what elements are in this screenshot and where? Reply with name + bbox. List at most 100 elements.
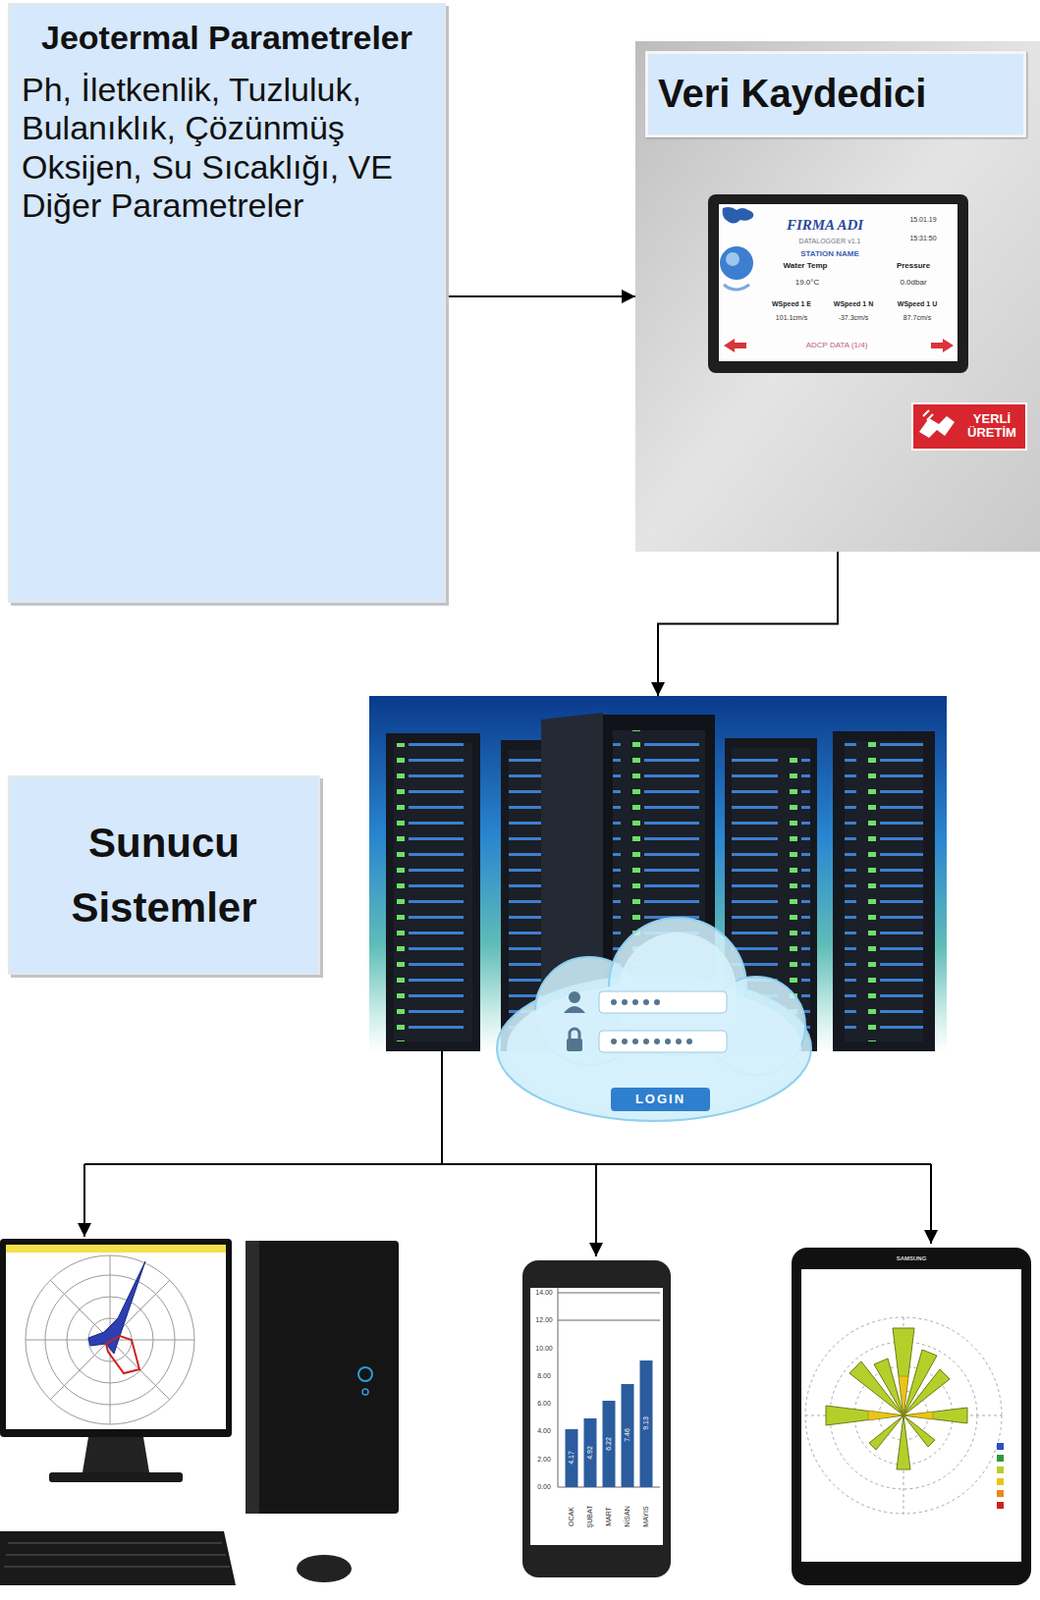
server-art-part-part (610, 999, 617, 1006)
datalogger-panel-art-part (930, 338, 954, 353)
smartphone-part (522, 1260, 671, 1579)
tablet-part-part (869, 1416, 904, 1451)
smartphone-part (602, 1401, 616, 1488)
datalogger-panel-art-part (718, 204, 958, 362)
datalogger-panel: Veri Kaydedici (635, 41, 1040, 552)
reading-value: 0.0dbar (899, 278, 927, 288)
tablet-part (996, 1502, 1004, 1510)
desktop-computer-part (358, 1368, 373, 1382)
reading-value: 19.0°C (795, 278, 821, 288)
datalogger-panel-art (635, 41, 1040, 552)
device-version: DATALOGGER v1.1 (799, 237, 862, 246)
server-art-part-part (632, 999, 639, 1006)
reading-value: 87.7cm/s (903, 314, 931, 323)
desktop-computer-part (362, 1389, 369, 1396)
fork-lines-part (595, 1164, 598, 1258)
parameter-list: Ph, İletkenlik, Tuzluluk, Bulanıklık, Çö… (21, 70, 433, 226)
desktop-computer-part (82, 1437, 150, 1474)
desktop-computer-part (25, 1256, 195, 1425)
desktop-computer (0, 1239, 399, 1587)
fork-lines-part (440, 1051, 443, 1165)
box-heading: Jeotermal Parametreler (21, 10, 433, 71)
server-art-part (496, 918, 812, 1122)
bar-value: 4.92 (586, 1446, 595, 1461)
server-group: LOGIN (369, 696, 947, 1124)
reading-name: WSpeed 1 N (833, 300, 874, 309)
month-label: MAYIS (642, 1506, 651, 1528)
station-name: STATION NAME (800, 250, 860, 260)
tablet-part (996, 1467, 1004, 1475)
tablet-part-part (896, 1416, 911, 1471)
smartphone-part (557, 1288, 660, 1488)
tablet-part-part (874, 1359, 904, 1417)
fork-lines-part (930, 1164, 932, 1245)
server-art-part (369, 696, 947, 1052)
tablet (791, 1248, 1032, 1587)
month-label: MART (604, 1507, 613, 1528)
datalogger-panel-art-part (723, 284, 750, 290)
fork-lines-part (84, 1163, 931, 1166)
server-art-part-part (686, 1039, 693, 1045)
tablet-part-part (825, 1406, 904, 1426)
server-art-part-part (675, 1039, 682, 1045)
tablet-part (801, 1269, 1022, 1563)
bar-value: 4.17 (567, 1451, 576, 1466)
server-art-part (610, 1088, 711, 1112)
reading-value: -37.3cm/s (838, 314, 870, 323)
fork-lines (84, 1051, 931, 1258)
axis-tick: 10.00 (535, 1345, 553, 1354)
flow-arrow (657, 551, 838, 697)
reading-value: 101.1cm/s (775, 314, 808, 323)
datalogger-panel-art-part (723, 338, 747, 353)
tablet-part (868, 1376, 933, 1422)
bar-value: 7.46 (623, 1428, 632, 1443)
screen-date: 15.01.19 (909, 216, 936, 224)
desktop-computer-part (245, 1241, 260, 1515)
tablet-part (996, 1443, 1004, 1451)
datalogger-panel-art-part (722, 207, 755, 224)
server-art-part-part (632, 1039, 639, 1045)
tablet-part (805, 1317, 1002, 1515)
tablet-part-part (805, 1317, 1002, 1515)
axis-tick: 14.00 (535, 1289, 553, 1298)
desktop-computer-part (5, 1245, 226, 1254)
flow-arrow (445, 295, 636, 298)
axis-tick: 0.00 (537, 1483, 551, 1492)
desktop-computer-part-part (106, 1336, 140, 1374)
datalogger-panel-art-part (635, 41, 1040, 552)
desktop-computer-part (5, 1245, 226, 1430)
bar-value: 9.13 (642, 1417, 651, 1431)
server-art-part (385, 733, 481, 1052)
server-art-part-part (566, 1039, 583, 1052)
reading-name: WSpeed 1 E (771, 300, 812, 309)
box-heading: Sunucu Sistemler (19, 811, 309, 939)
server-art-part-part (643, 999, 650, 1006)
tablet-part-part (903, 1350, 937, 1417)
smartphone-part (584, 1419, 598, 1488)
datalogger-panel-art-part (708, 194, 969, 374)
axis-tick: 6.00 (537, 1400, 551, 1409)
server-art-part-part (664, 1039, 671, 1045)
server-art-part (506, 984, 802, 1114)
server-art-part-part (621, 1039, 628, 1045)
server-art-part (599, 991, 727, 1014)
server-art-part (599, 1031, 727, 1053)
reading-name: Pressure (896, 262, 931, 272)
desktop-computer-part-part (25, 1256, 195, 1425)
desktop-computer-part-part (88, 1261, 146, 1355)
server-art-part (610, 999, 693, 1045)
brand-name: FIRMA ADI (786, 217, 864, 234)
server-art-part (563, 991, 586, 1052)
smartphone-part (621, 1384, 635, 1488)
datalogger-panel-art-part (919, 416, 955, 438)
parameter-box: Jeotermal ParametrelerPh, İletkenlik, Tu… (7, 2, 446, 603)
badge-text: YERLİ ÜRETİM (960, 412, 1024, 439)
brand-logo: SAMSUNG (896, 1256, 928, 1263)
tablet-part (996, 1455, 1004, 1463)
reading-name: WSpeed 1 U (897, 300, 937, 309)
desktop-computer-part (296, 1555, 352, 1584)
server-art-part-part (568, 991, 581, 1004)
